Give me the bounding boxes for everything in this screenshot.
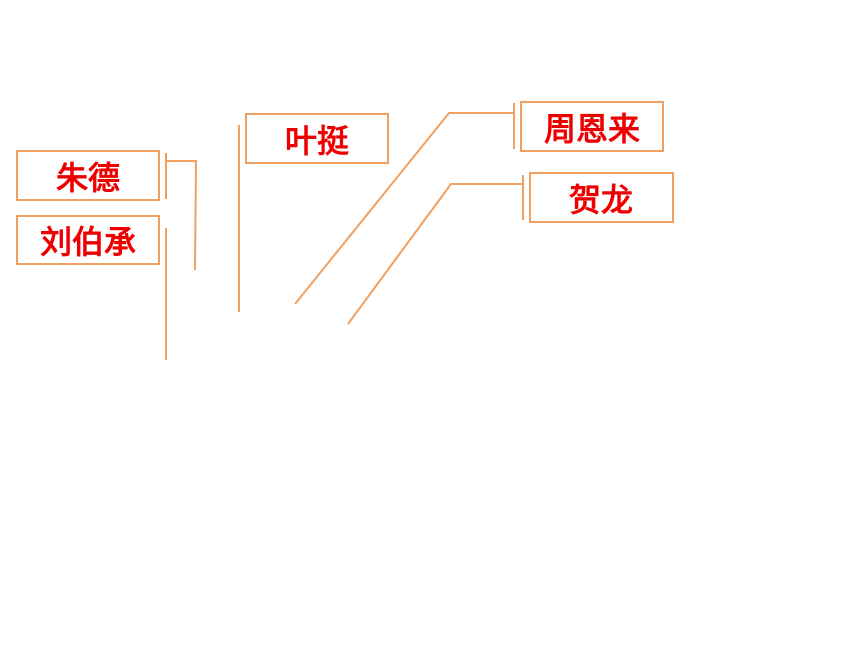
leader-pointer-zhou-enlai: [294, 112, 514, 305]
label-box-he-long: [529, 172, 674, 223]
label-box-ye-ting: [245, 113, 389, 164]
label-text-ye-ting: 叶挺: [285, 122, 350, 160]
label-liu-bocheng: 刘伯承: [16, 215, 167, 360]
label-text-he-long: 贺龙: [569, 181, 633, 219]
label-text-liu-bocheng: 刘伯承: [40, 223, 136, 261]
label-text-zhu-de: 朱德: [56, 159, 120, 197]
label-box-zhou-enlai: [520, 101, 664, 152]
label-he-long: 贺龙: [347, 172, 674, 325]
label-zhou-enlai: 周恩来: [294, 101, 664, 305]
label-ye-ting: 叶挺: [238, 113, 389, 312]
label-box-liu-bocheng: [16, 215, 160, 265]
label-text-zhou-enlai: 周恩来: [544, 110, 640, 148]
leader-pointer-zhu-de: [166, 160, 198, 271]
leader-pointer-he-long: [347, 183, 523, 325]
label-box-zhu-de: [16, 150, 160, 201]
label-zhu-de: 朱德: [16, 150, 198, 271]
